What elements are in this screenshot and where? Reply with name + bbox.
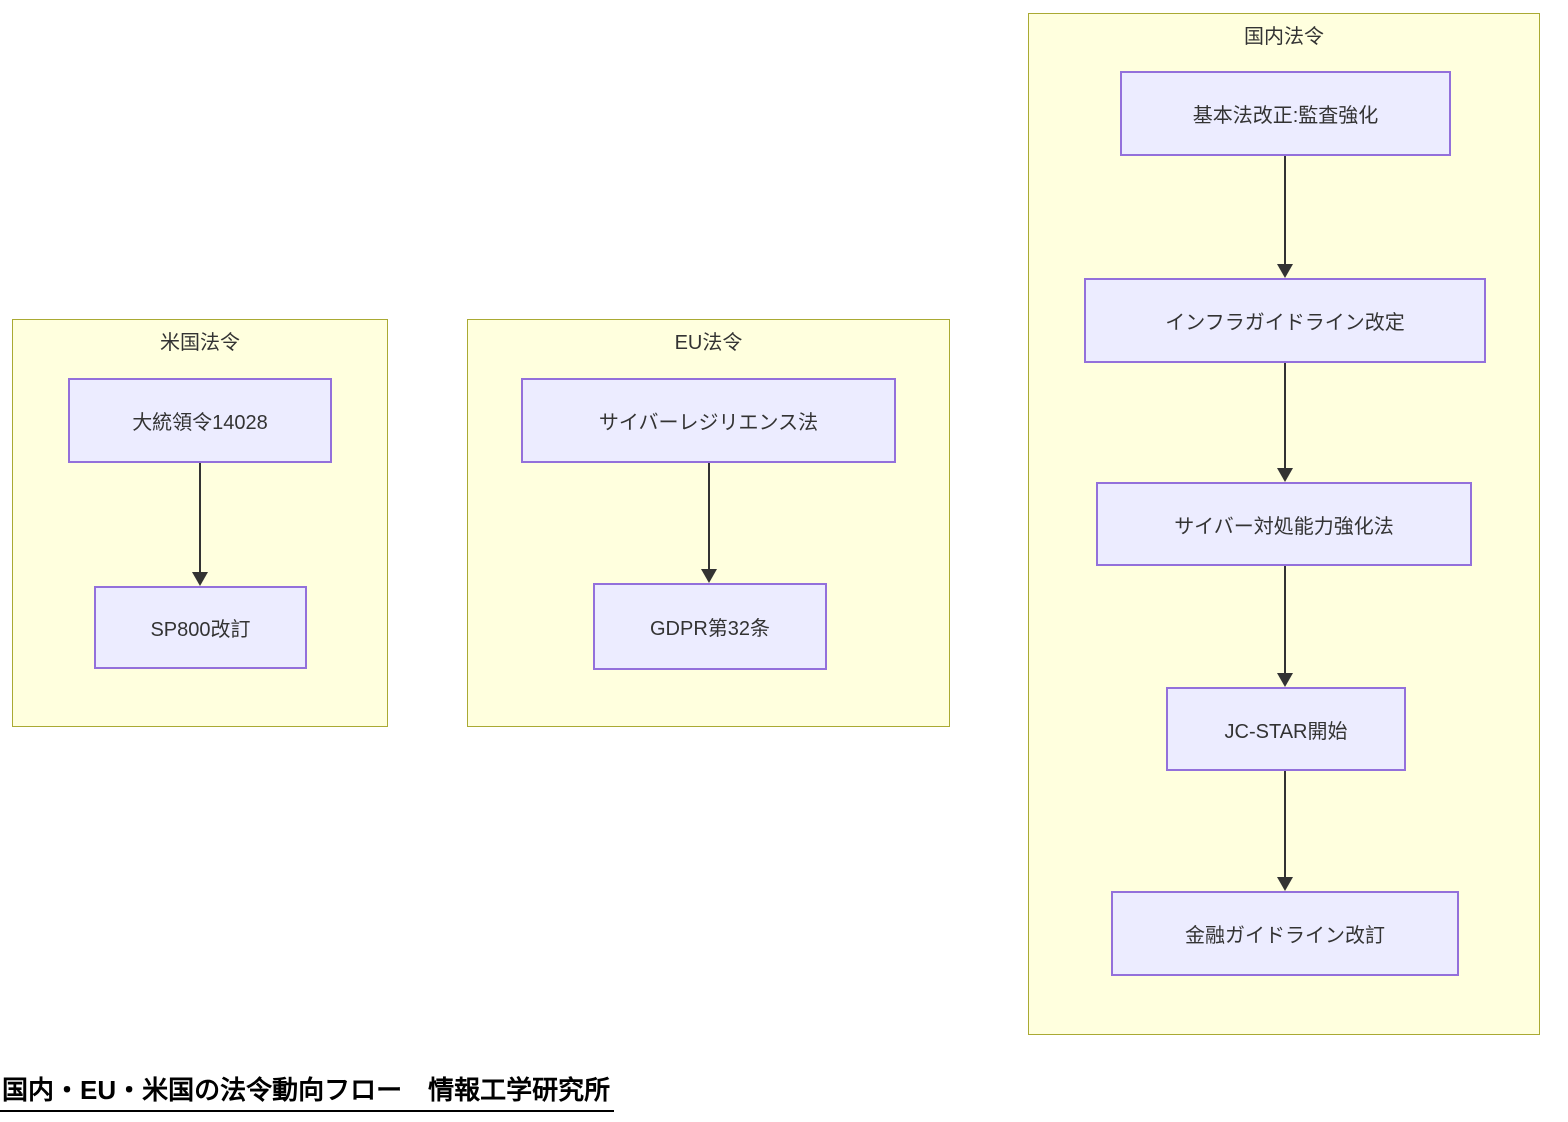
node-jc-star-launch: JC-STAR開始 <box>1166 687 1406 771</box>
node-gdpr-article-32-label: GDPR第32条 <box>649 618 771 640</box>
down-arrow-icon <box>1277 156 1293 278</box>
group-eu-law-title: EU法令 <box>674 332 743 354</box>
group-domestic-law: 国内法令 基本法改正:監査強化 インフラガイドライン改定 サイバー対処能力強化法… <box>1028 13 1540 1035</box>
node-infra-guideline-revision-label: インフラガイドライン改定 <box>1165 312 1405 334</box>
node-sp800-revision: SP800改訂 <box>94 586 307 669</box>
node-financial-guideline-revision-label: 金融ガイドライン改訂 <box>1185 925 1385 947</box>
node-infra-guideline-revision: インフラガイドライン改定 <box>1084 278 1486 363</box>
group-domestic-law-title: 国内法令 <box>1244 26 1324 48</box>
node-cyber-resilience-act: サイバーレジリエンス法 <box>521 378 896 463</box>
node-jc-star-launch-label: JC-STAR開始 <box>1224 720 1348 743</box>
node-cyber-response-capability-act-label: サイバー対処能力強化法 <box>1174 515 1394 538</box>
down-arrow-icon <box>192 463 208 586</box>
down-arrow-icon <box>701 463 717 583</box>
node-basic-law-amendment: 基本法改正:監査強化 <box>1120 71 1451 156</box>
group-us-law-title: 米国法令 <box>160 332 240 354</box>
node-executive-order-14028: 大統領令14028 <box>68 378 332 463</box>
down-arrow-icon <box>1277 363 1293 482</box>
down-arrow-icon <box>1277 771 1293 891</box>
node-gdpr-article-32: GDPR第32条 <box>593 583 827 670</box>
node-cyber-response-capability-act: サイバー対処能力強化法 <box>1096 482 1472 566</box>
group-us-law: 米国法令 大統領令14028 SP800改訂 <box>12 319 388 727</box>
diagram-caption-text: 国内・EU・米国の法令動向フロー 情報工学研究所 <box>0 1070 615 1112</box>
node-cyber-resilience-act-label: サイバーレジリエンス法 <box>598 412 819 434</box>
diagram-caption: 国内・EU・米国の法令動向フロー 情報工学研究所 <box>0 1070 615 1112</box>
node-basic-law-amendment-label: 基本法改正:監査強化 <box>1192 105 1379 127</box>
node-financial-guideline-revision: 金融ガイドライン改訂 <box>1111 891 1459 976</box>
group-eu-law: EU法令 サイバーレジリエンス法 GDPR第32条 <box>467 319 950 727</box>
down-arrow-icon <box>1277 566 1293 687</box>
node-executive-order-14028-label: 大統領令14028 <box>132 412 268 434</box>
node-sp800-revision-label: SP800改訂 <box>150 619 251 641</box>
